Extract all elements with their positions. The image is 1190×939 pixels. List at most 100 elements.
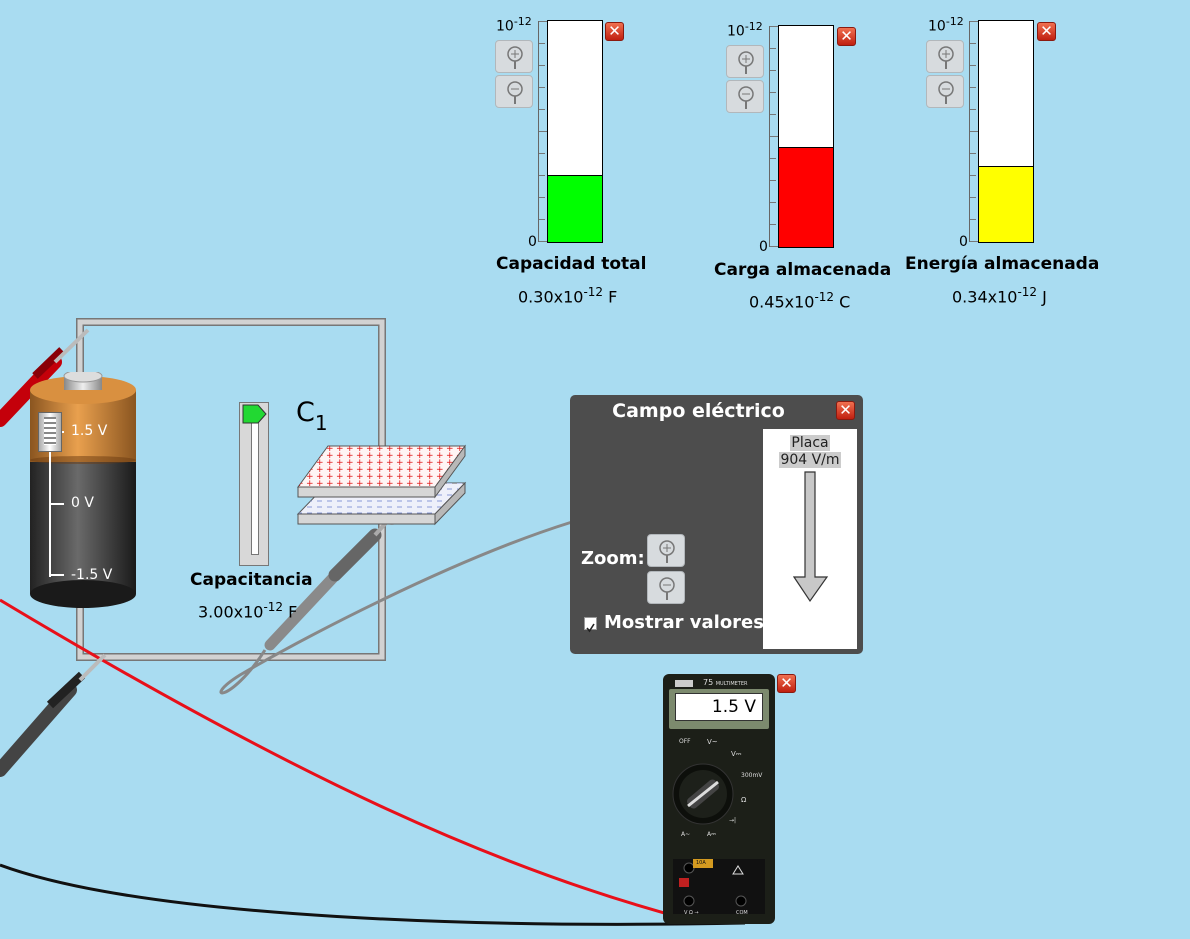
capacitance-slider-track[interactable] [239, 402, 269, 566]
meter-capacitance-title: Capacidad total [496, 254, 647, 274]
meter-charge-zoom-in-button[interactable] [726, 45, 764, 78]
efield-close-icon[interactable]: ✕ [836, 401, 855, 420]
dial-ohm-label: Ω [741, 796, 747, 804]
jack-10a-label: 10A [696, 860, 706, 866]
meter-energy-title: Energía almacenada [905, 254, 1100, 274]
axis-tick [970, 43, 976, 44]
meter-energy-zoom-in-button[interactable] [926, 40, 964, 73]
meter-charge-bar [778, 25, 834, 248]
axis-tick [970, 153, 976, 154]
meter-capacitance-zoom-in-button[interactable] [495, 40, 533, 73]
battery-voltage-slider[interactable] [38, 412, 62, 452]
jack-com-label: COM [736, 910, 748, 916]
show-values-checkbox[interactable] [584, 617, 597, 633]
axis-tick [539, 175, 545, 176]
meter-charge-title: Carga almacenada [714, 260, 892, 280]
axis-tick [770, 158, 776, 159]
axis-tick [770, 114, 776, 115]
axis-tick [970, 65, 976, 66]
dial-v-ac-label: V~ [707, 738, 718, 746]
multimeter-logo [675, 680, 693, 687]
axis-tick [539, 109, 545, 110]
axis-tick [539, 43, 545, 44]
meter-capacitance-bar [547, 20, 603, 243]
axis-tick [770, 70, 776, 71]
capacitance-slider-thumb[interactable] [242, 404, 268, 424]
axis-tick [770, 92, 776, 93]
axis-tick [970, 197, 976, 198]
axis-tick [970, 109, 976, 110]
axis-tick [539, 197, 545, 198]
meter-energy-value: 0.34x10-12 J [952, 285, 1047, 307]
multimeter[interactable]: 75 MULTIMETER 1.5 V OFF V~ V⎓ 300mV Ω →|… [663, 674, 775, 924]
efield-zoom-label: Zoom: [581, 548, 645, 569]
axis-tick [970, 241, 979, 242]
capacitor-name: C1 [296, 397, 328, 435]
capacitance-label: Capacitancia [190, 570, 313, 590]
meter-charge-fill [779, 146, 833, 247]
battery-label-mid: 0 V [71, 495, 94, 511]
meter-capacitance-axis [538, 21, 548, 242]
dial-diode-label: →| [729, 817, 737, 824]
efield-zoom-out-button[interactable] [647, 571, 685, 604]
axis-tick [539, 87, 545, 88]
meter-energy-axis [969, 21, 979, 242]
axis-tick [770, 26, 779, 27]
meter-charge-zoom-out-button[interactable] [726, 80, 764, 113]
efield-display: Placa 904 V/m [763, 429, 857, 649]
meter-energy-top-label: 10-12 [928, 15, 964, 35]
meter-charge-zero-label: 0 [759, 239, 768, 255]
meter-capacitance-top-label: 10-12 [496, 15, 532, 35]
multimeter-screen-frame: 1.5 V [669, 689, 769, 729]
axis-tick [770, 224, 776, 225]
meter-energy-zero-label: 0 [959, 234, 968, 250]
meter-capacitance-zoom-out-button[interactable] [495, 75, 533, 108]
efield-zoom-in-button[interactable] [647, 534, 685, 567]
zoom-out-icon [738, 86, 754, 109]
black-probe [0, 653, 107, 777]
multimeter-body [672, 763, 765, 914]
axis-tick [770, 180, 776, 181]
axis-tick [970, 131, 979, 132]
meter-capacitance-fill [548, 174, 602, 242]
efield-plate-label: Placa [790, 435, 830, 451]
multimeter-close-icon[interactable]: ✕ [777, 674, 796, 693]
axis-tick [770, 202, 776, 203]
capacitor-plates[interactable]: + [295, 444, 470, 539]
jack-v-label: V Ω → [684, 910, 699, 916]
axis-tick [970, 21, 979, 22]
zoom-in-icon [738, 51, 754, 74]
zoom-in-icon [938, 46, 954, 69]
zoom-out-icon [507, 81, 523, 104]
show-values-label[interactable]: Mostrar valores [604, 612, 764, 633]
multimeter-brand: 75 MULTIMETER [703, 678, 748, 687]
checkmark-icon [586, 623, 595, 633]
meter-energy-close-icon[interactable]: ✕ [1037, 22, 1056, 41]
red-probe-cable [0, 598, 691, 922]
dial-v-dc-label: V⎓ [731, 750, 742, 758]
axis-tick [539, 131, 548, 132]
meter-energy-bar [978, 20, 1034, 243]
efield-title: Campo eléctrico [612, 400, 785, 422]
meter-charge-close-icon[interactable]: ✕ [837, 27, 856, 46]
axis-tick [970, 175, 976, 176]
meter-charge-top-label: 10-12 [727, 20, 763, 40]
axis-tick [770, 48, 776, 49]
axis-tick [539, 65, 545, 66]
meter-capacitance-zero-label: 0 [528, 234, 537, 250]
axis-tick [970, 219, 976, 220]
meter-energy-zoom-out-button[interactable] [926, 75, 964, 108]
battery-label-bottom: -1.5 V [71, 567, 113, 583]
dial-off-label: OFF [679, 738, 691, 745]
meter-capacitance-value: 0.30x10-12 F [518, 285, 618, 307]
efield-plate-value: 904 V/m [779, 452, 841, 468]
axis-tick [970, 87, 976, 88]
dial-a-ac-label: A~ [681, 831, 691, 838]
battery-label-top: 1.5 V [71, 423, 108, 439]
field-arrow-icon [793, 471, 829, 603]
meter-capacitance-close-icon[interactable]: ✕ [605, 22, 624, 41]
axis-tick [539, 153, 545, 154]
efield-probe-cable [219, 520, 573, 695]
axis-tick [770, 246, 779, 247]
